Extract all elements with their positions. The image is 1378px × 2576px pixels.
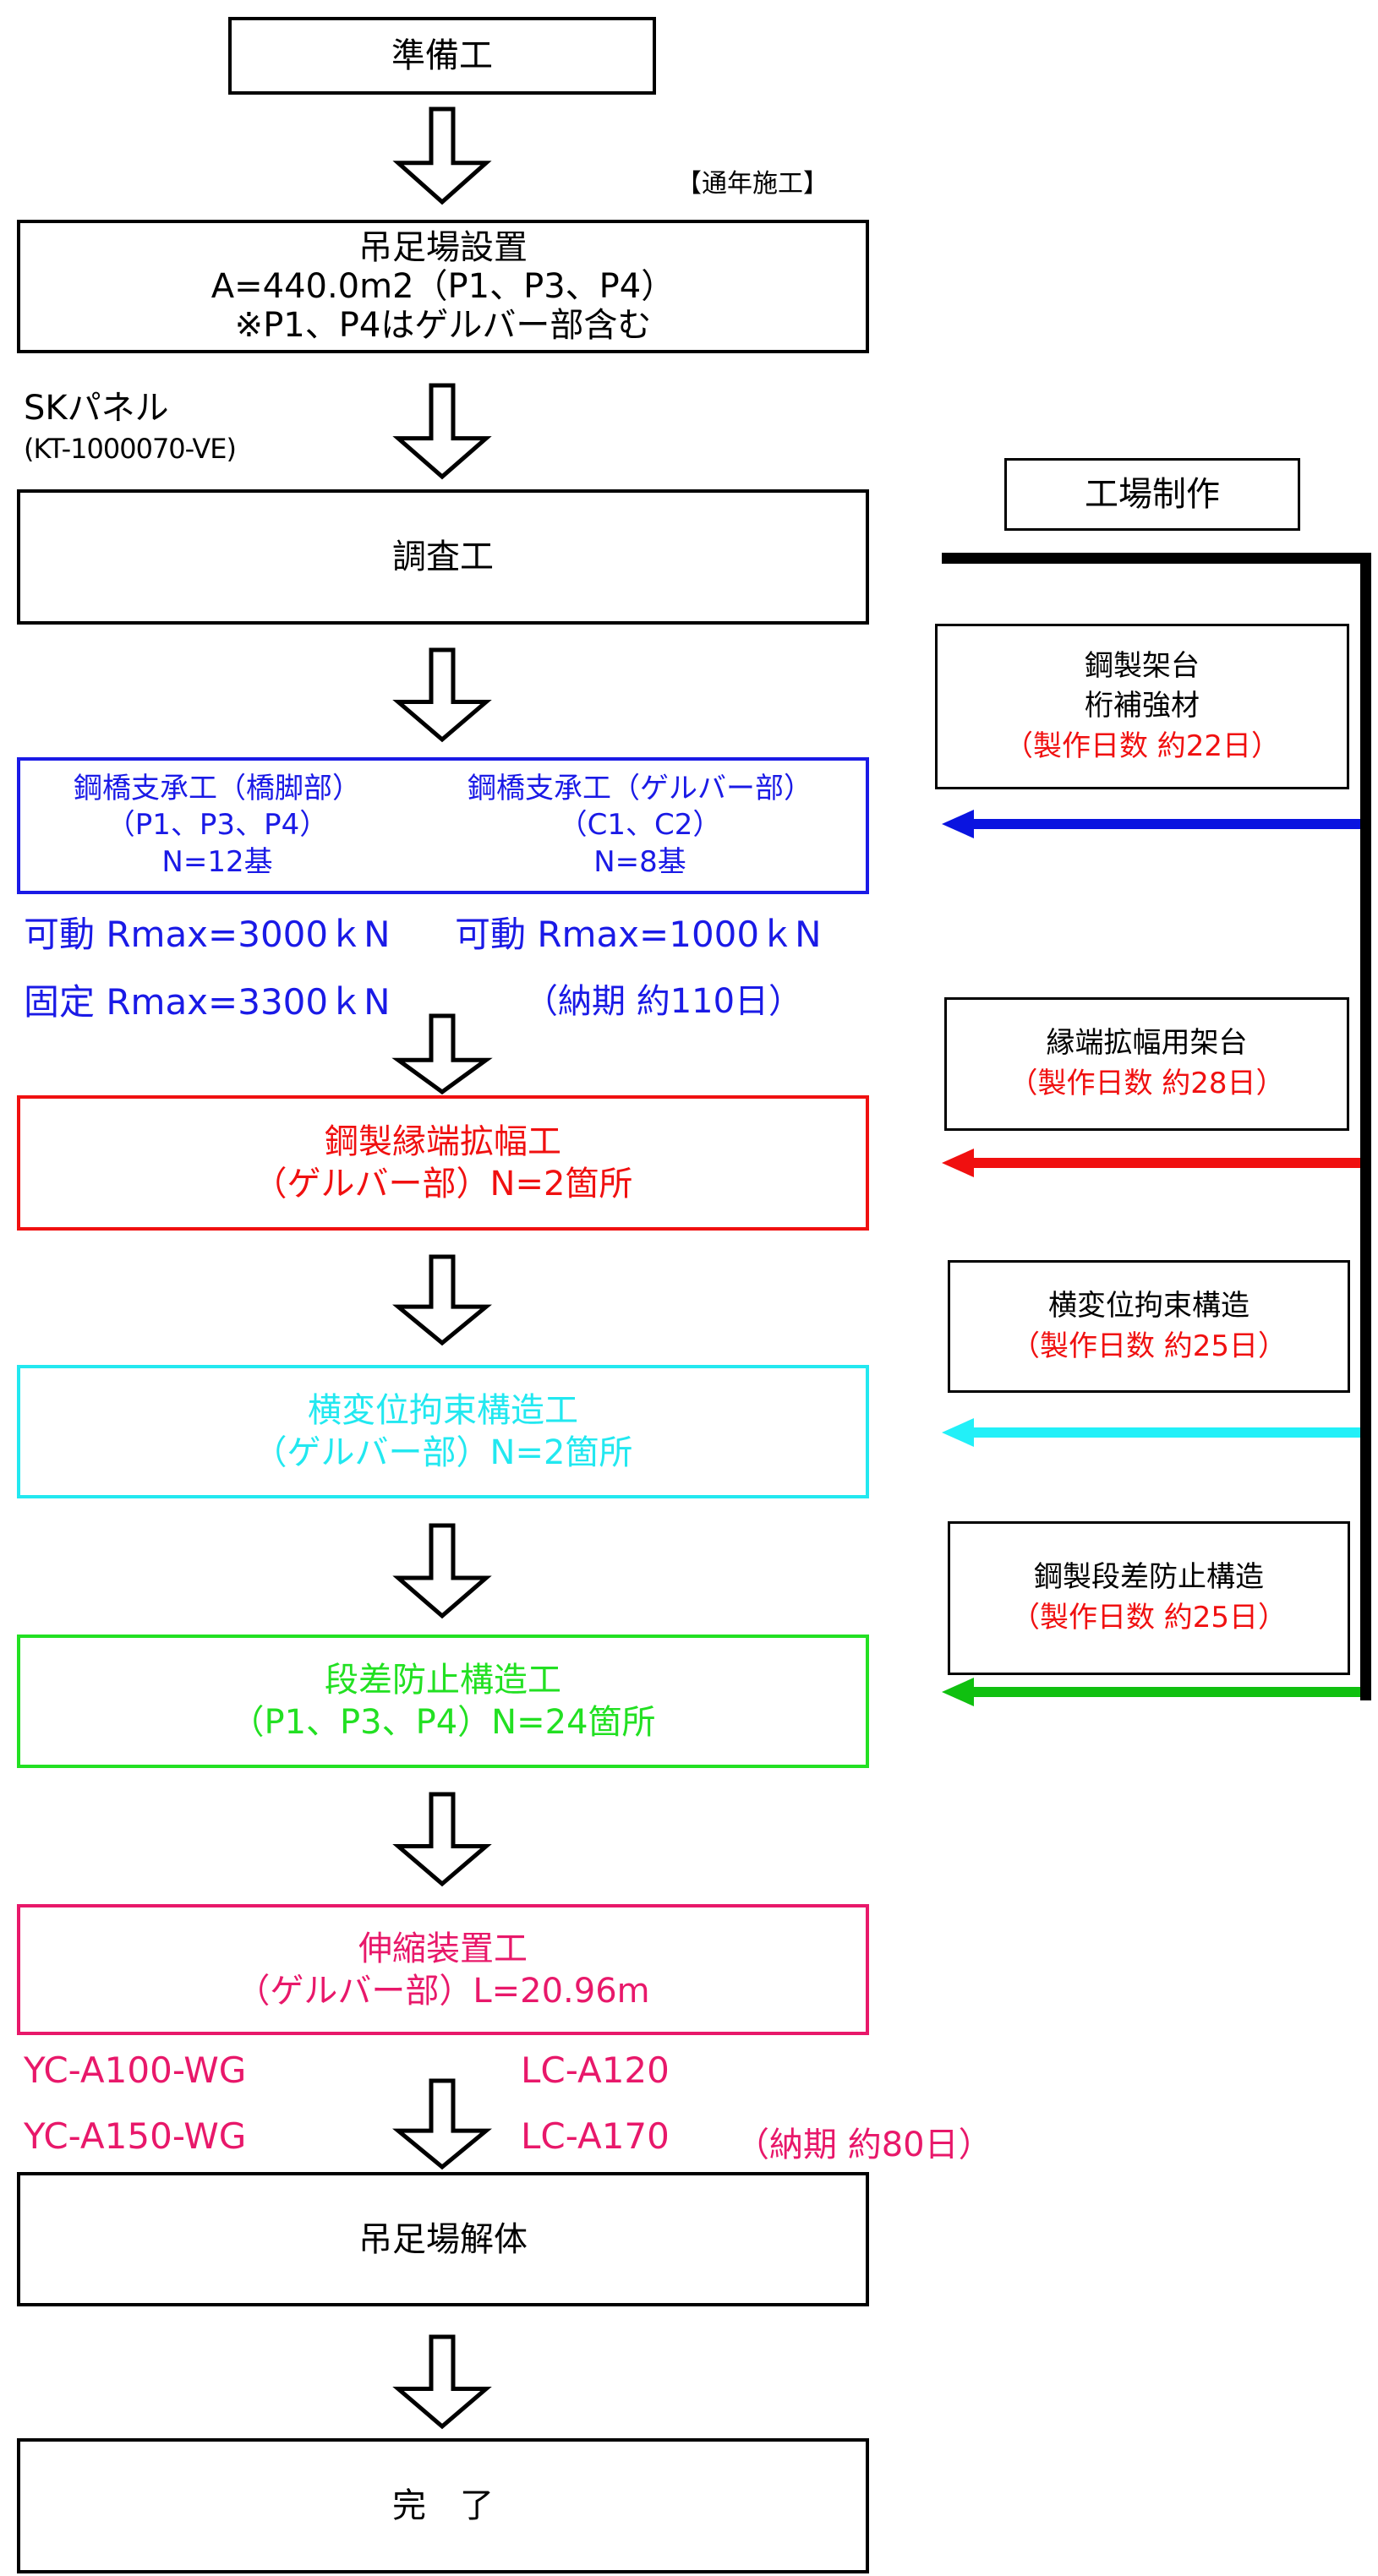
bearing-delivery: （納期 約110日） — [524, 982, 803, 1021]
bearing-gerber-count: N=8基 — [593, 844, 686, 879]
factory-supply-arrow-shaft — [967, 1687, 1361, 1697]
year-round-note: 【通年施工】 — [676, 169, 828, 199]
bearing-pier-group: 鋼橋支承工（橋脚部） （P1、P3、P4） N=12基 — [74, 771, 361, 881]
step-bearing: 鋼橋支承工（橋脚部） （P1、P3、P4） N=12基 鋼橋支承工（ゲルバー部）… — [17, 757, 869, 894]
left-arrow-icon — [942, 1678, 974, 1706]
factory-bus-vertical — [1360, 553, 1371, 1700]
flow-down-arrow-icon — [391, 1013, 493, 1095]
step-scaffold-installation: 吊足場設置 A=440.0m2（P1、P3、P4） ※P1、P4はゲルバー部含む — [17, 220, 869, 353]
bearing-note-fixed: 固定 Rmax=3300ｋN — [24, 981, 391, 1023]
bearing-gerber-title: 鋼橋支承工（ゲルバー部） — [468, 771, 812, 805]
step-edge-widening: 鋼製縁端拡幅工 （ゲルバー部）N=2箇所 — [17, 1095, 869, 1231]
expansion-model-1: YC-A100-WG — [24, 2049, 247, 2091]
step-complete: 完 了 — [17, 2438, 869, 2573]
factory-header: 工場制作 — [1004, 458, 1300, 531]
bearing-gerber-locations: （C1、C2） — [558, 808, 722, 843]
factory-header-label: 工場制作 — [1085, 475, 1220, 514]
factory-supply-arrow-shaft — [967, 1427, 1361, 1438]
flow-down-arrow-icon — [392, 2078, 492, 2170]
factory-item-line1: 縁端拡幅用架台 — [1046, 1026, 1248, 1061]
expansion-model-4: LC-A170 — [521, 2115, 670, 2157]
complete-label: 完 了 — [392, 2486, 494, 2525]
survey-label: 調査工 — [392, 538, 494, 576]
factory-item-line1: 鋼製架台 — [1085, 648, 1200, 683]
edge-widening-title: 鋼製縁端拡幅工 — [325, 1122, 561, 1161]
bearing-note-movable-2: 可動 Rmax=1000ｋN — [455, 914, 822, 955]
factory-item-lateral-restraint: 横変位拘束構造 （製作日数 約25日） — [948, 1260, 1350, 1393]
step-prevention-title: 段差防止構造工 — [325, 1661, 561, 1700]
factory-item-days: （製作日数 約25日） — [1010, 1601, 1288, 1635]
left-arrow-icon — [942, 1149, 974, 1177]
step-preparation-label: 準備工 — [391, 36, 493, 75]
flow-down-arrow-icon — [392, 106, 492, 205]
expansion-joint-title: 伸縮装置工 — [358, 1929, 528, 1968]
step-step-prevention: 段差防止構造工 （P1、P3、P4）N=24箇所 — [17, 1635, 869, 1768]
factory-item-days: （製作日数 約25日） — [1010, 1329, 1288, 1363]
step-expansion-joint: 伸縮装置工 （ゲルバー部）L=20.96m — [17, 1904, 869, 2035]
flow-down-arrow-icon — [392, 2334, 492, 2430]
scaffold-area: A=440.0m2（P1、P3、P4） — [211, 267, 675, 306]
factory-item-line1: 鋼製段差防止構造 — [1034, 1560, 1264, 1595]
flow-down-arrow-icon — [392, 1792, 492, 1887]
left-arrow-icon — [942, 1418, 974, 1447]
scaffold-note: ※P1、P4はゲルバー部含む — [234, 306, 652, 345]
flow-down-arrow-icon — [392, 647, 492, 743]
bearing-pier-count: N=12基 — [161, 844, 273, 879]
factory-item-edge-frame: 縁端拡幅用架台 （製作日数 約28日） — [944, 997, 1349, 1131]
left-arrow-icon — [942, 810, 974, 838]
factory-item-steel-frame: 鋼製架台 桁補強材 （製作日数 約22日） — [935, 624, 1349, 789]
step-survey: 調査工 — [17, 489, 869, 625]
step-preparation: 準備工 — [228, 17, 656, 95]
sk-panel-label: SKパネル — [24, 389, 169, 428]
expansion-delivery: （納期 約80日） — [735, 2126, 992, 2164]
expansion-model-3: YC-A150-WG — [24, 2115, 247, 2157]
flow-down-arrow-icon — [392, 1523, 492, 1619]
bearing-gerber-group: 鋼橋支承工（ゲルバー部） （C1、C2） N=8基 — [468, 771, 812, 881]
flow-down-arrow-icon — [392, 383, 492, 480]
edge-widening-detail: （ゲルバー部）N=2箇所 — [253, 1165, 633, 1203]
bearing-note-movable-1: 可動 Rmax=3000ｋN — [24, 914, 391, 955]
step-lateral-restraint: 横変位拘束構造工 （ゲルバー部）N=2箇所 — [17, 1365, 869, 1498]
factory-item-step-prevention: 鋼製段差防止構造 （製作日数 約25日） — [948, 1521, 1350, 1675]
step-prevention-detail: （P1、P3、P4）N=24箇所 — [230, 1703, 656, 1742]
expansion-joint-detail: （ゲルバー部）L=20.96m — [236, 1971, 650, 2011]
scaffold-removal-label: 吊足場解体 — [358, 2219, 528, 2259]
factory-item-days: （製作日数 約22日） — [1003, 729, 1281, 763]
lateral-restraint-detail: （ゲルバー部）N=2箇所 — [253, 1433, 633, 1472]
expansion-model-2: LC-A120 — [521, 2049, 670, 2091]
scaffold-title: 吊足場設置 — [358, 228, 528, 267]
bearing-pier-title: 鋼橋支承工（橋脚部） — [74, 771, 361, 805]
factory-supply-arrow-shaft — [967, 1158, 1361, 1168]
factory-supply-arrow-shaft — [967, 819, 1361, 829]
flow-down-arrow-icon — [392, 1254, 492, 1346]
factory-item-days: （製作日数 約28日） — [1009, 1067, 1285, 1100]
factory-item-line1: 横変位拘束構造 — [1048, 1288, 1249, 1323]
factory-bus-horizontal — [942, 553, 1371, 564]
bearing-pier-locations: （P1、P3、P4） — [106, 808, 329, 843]
step-scaffold-removal: 吊足場解体 — [17, 2172, 869, 2306]
factory-item-line2: 桁補強材 — [1085, 689, 1200, 723]
sk-panel-code: (KT-1000070-VE) — [24, 433, 237, 465]
lateral-restraint-title: 横変位拘束構造工 — [308, 1391, 578, 1430]
